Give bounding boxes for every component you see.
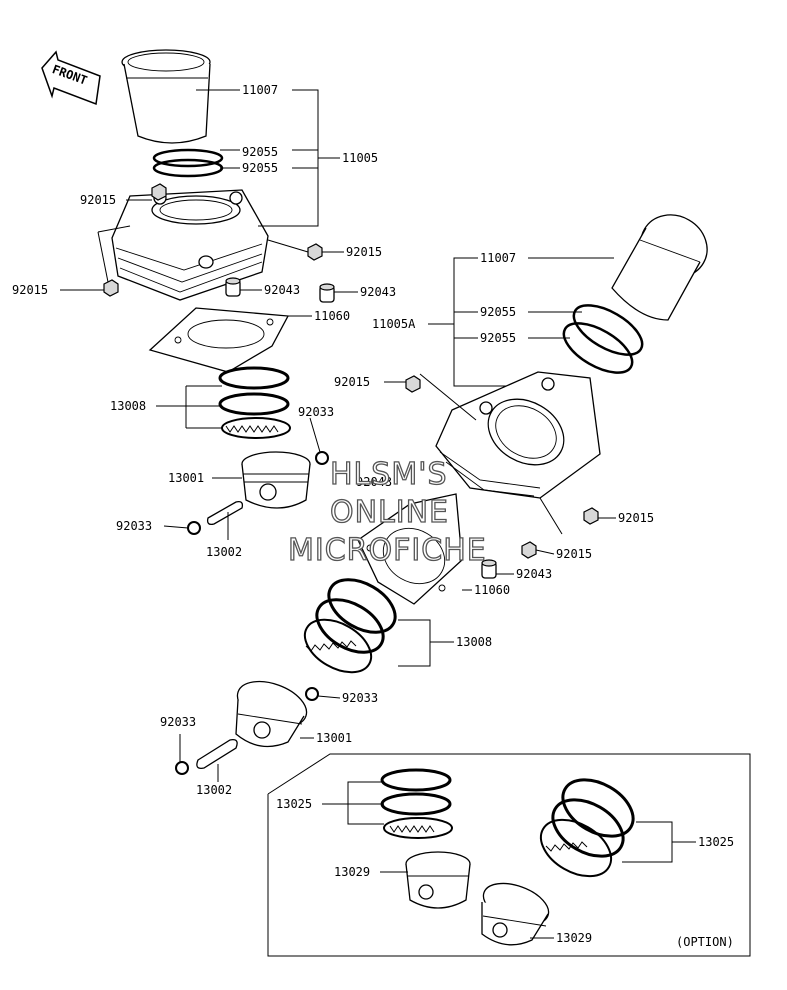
label-cyl1-gasket: 11060	[314, 309, 350, 323]
option-rings-b	[539, 778, 635, 878]
option-piston-a	[405, 851, 471, 909]
label-cyl2-nut-right-a: 92015	[618, 511, 654, 525]
label-cyl2-assy: 11005A	[372, 317, 416, 331]
label-cyl1-nut-left: 92015	[12, 283, 48, 297]
o-rings-upper	[152, 148, 224, 178]
nut-92015-top	[151, 183, 167, 201]
cylinder-sleeve-lower	[611, 214, 708, 321]
label-cyl1-pin: 13002	[206, 545, 242, 559]
watermark: HLSM'S ONLINE MICROFICHE	[287, 456, 487, 568]
label-cyl1-rings: 13008	[110, 399, 146, 413]
label-cyl2-dowel-hidden: 92043	[356, 475, 392, 489]
piston-pin-lower	[196, 739, 238, 769]
nut-92015-right	[307, 243, 323, 261]
label-cyl1-nut-right: 92015	[346, 245, 382, 259]
label-cyl1-dowel-b: 92043	[360, 285, 396, 299]
dowel-92043-lower	[481, 559, 497, 579]
label-opt-rings-b: 13025	[698, 835, 734, 849]
cylinder-block-lower	[435, 371, 601, 499]
label-cyl1-sleeve: 11007	[242, 83, 278, 97]
nut-92015-lower-right-a	[583, 507, 599, 525]
cylinder-block-upper	[111, 189, 269, 301]
gasket-lower	[357, 493, 463, 605]
label-opt-rings-a: 13025	[276, 797, 312, 811]
label-cyl1-dowel-a: 92043	[264, 283, 300, 297]
label-cyl1-oring-b: 92055	[242, 161, 278, 175]
label-cyl1-assy: 11005	[342, 151, 378, 165]
label-cyl2-circlip-r: 92033	[342, 691, 378, 705]
gasket-upper	[148, 307, 290, 373]
label-opt-piston-a: 13029	[334, 865, 370, 879]
label-cyl1-oring-a: 92055	[242, 145, 278, 159]
option-box-label: (OPTION)	[676, 935, 734, 949]
watermark-line2: ONLINE	[330, 495, 449, 530]
label-opt-piston-b: 13029	[556, 931, 592, 945]
front-arrow-icon: FRONT	[41, 50, 101, 106]
circlip-lower-left	[175, 761, 189, 775]
leader-lines	[60, 89, 696, 939]
dowel-92043-a	[225, 277, 241, 297]
piston-pin-upper	[206, 500, 244, 526]
label-cyl1-nut-top: 92015	[80, 193, 116, 207]
nut-92015-lower-left	[405, 375, 421, 393]
o-rings-lower	[562, 304, 644, 374]
label-cyl2-gasket: 11060	[474, 583, 510, 597]
label-cyl1-circlip-r: 92033	[298, 405, 334, 419]
circlip-upper-right	[315, 451, 329, 465]
label-cyl1-piston: 13001	[168, 471, 204, 485]
label-cyl2-oring-a: 92055	[480, 305, 516, 319]
label-cyl1-circlip-l: 92033	[116, 519, 152, 533]
piston-upper	[241, 451, 311, 509]
cylinder-sleeve-upper	[121, 49, 211, 144]
label-cyl2-circlip-l: 92033	[160, 715, 196, 729]
label-cyl2-sleeve: 11007	[480, 251, 516, 265]
watermark-line3: MICROFICHE	[288, 533, 487, 568]
label-cyl2-pin: 13002	[196, 783, 232, 797]
nut-92015-lower-right-b	[521, 541, 537, 559]
dowel-92043-b	[319, 283, 335, 303]
label-cyl2-nut-right-b: 92015	[556, 547, 592, 561]
nut-92015-left	[103, 279, 119, 297]
label-cyl2-dowel: 92043	[516, 567, 552, 581]
label-cyl2-piston: 13001	[316, 731, 352, 745]
circlip-upper-left	[187, 521, 201, 535]
watermark-line1: HLSM'S	[330, 457, 448, 492]
label-cyl2-rings: 13008	[456, 635, 492, 649]
option-piston-b	[481, 882, 550, 946]
piston-rings-upper	[218, 366, 291, 439]
option-box	[267, 753, 751, 957]
part-labels: 11007 92055 92055 11005 92015 92015 9201…	[12, 83, 734, 949]
piston-lower	[235, 680, 308, 748]
label-cyl2-nut-left: 92015	[334, 375, 370, 389]
circlip-lower-right	[305, 687, 319, 701]
piston-rings-lower	[303, 578, 397, 674]
option-rings-a	[380, 768, 453, 839]
label-cyl2-oring-b: 92055	[480, 331, 516, 345]
